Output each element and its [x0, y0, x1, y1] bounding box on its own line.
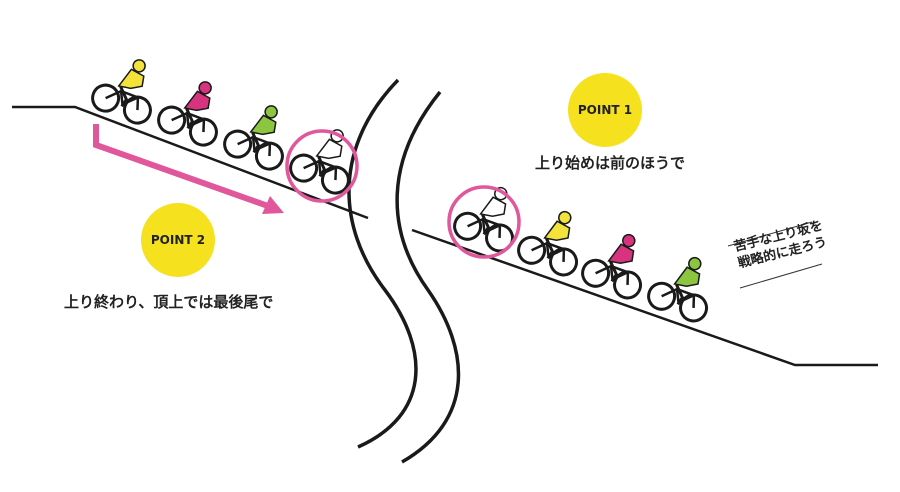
rider-legs	[609, 261, 619, 283]
front-wheel	[320, 165, 350, 195]
pink-arrow	[93, 124, 270, 209]
cyclist	[517, 210, 579, 277]
point1-badge: POINT 1	[568, 73, 642, 147]
note-line-bottom	[739, 263, 823, 289]
rider-helmet	[198, 81, 212, 95]
rider-body	[117, 68, 145, 90]
rear-wheel	[157, 105, 187, 135]
rider-legs	[119, 86, 129, 108]
point1-text: 上り始めは前のほうで	[535, 154, 686, 172]
cyclist	[157, 81, 218, 147]
front-wheel	[613, 270, 643, 300]
rider-body	[183, 90, 211, 112]
rear-wheel	[289, 153, 319, 183]
point2-badge: POINT 2	[141, 203, 215, 277]
rider-body	[479, 196, 507, 217]
s-curve-right	[395, 90, 461, 464]
cyclist	[647, 256, 709, 323]
front-wheel	[188, 117, 218, 147]
highlight-circle-top-rider	[285, 129, 359, 203]
s-curve-left	[347, 78, 418, 449]
rider-helmet	[688, 256, 702, 271]
note-line-top	[727, 221, 813, 247]
cyclist	[581, 233, 643, 300]
rear-wheel	[517, 235, 547, 265]
rider-legs	[185, 108, 195, 130]
front-wheel	[254, 141, 284, 171]
highlight-circle-lead-rider	[447, 185, 521, 259]
rider-legs	[251, 132, 261, 154]
rider-helmet	[558, 210, 572, 225]
front-wheel	[549, 247, 579, 277]
front-wheel	[679, 293, 709, 323]
cyclist	[91, 59, 152, 125]
rider-body	[607, 243, 635, 264]
rider-body	[543, 220, 571, 241]
rear-wheel	[223, 129, 253, 159]
rider-legs	[317, 156, 327, 178]
rider-helmet	[264, 105, 278, 119]
rider-helmet	[132, 59, 146, 73]
rear-wheel	[91, 83, 121, 113]
rear-wheel	[453, 211, 483, 241]
rider-body	[673, 266, 701, 287]
rider-body	[249, 114, 277, 136]
rear-wheel	[581, 258, 611, 288]
point2-text: 上り終わり、頂上では最後尾で	[64, 293, 274, 311]
rider-body	[315, 138, 343, 160]
right-slope	[411, 228, 878, 367]
rider-helmet	[622, 233, 636, 248]
front-wheel	[122, 95, 152, 125]
cyclist	[223, 105, 284, 171]
point2-badge-text: POINT 2	[150, 233, 206, 247]
left-slope	[12, 105, 369, 220]
rear-wheel	[647, 281, 677, 311]
point1-badge-text: POINT 1	[577, 103, 633, 117]
rider-legs	[675, 284, 685, 306]
rider-legs	[545, 238, 555, 260]
arrow-head	[262, 196, 284, 214]
rider-legs	[481, 214, 491, 236]
